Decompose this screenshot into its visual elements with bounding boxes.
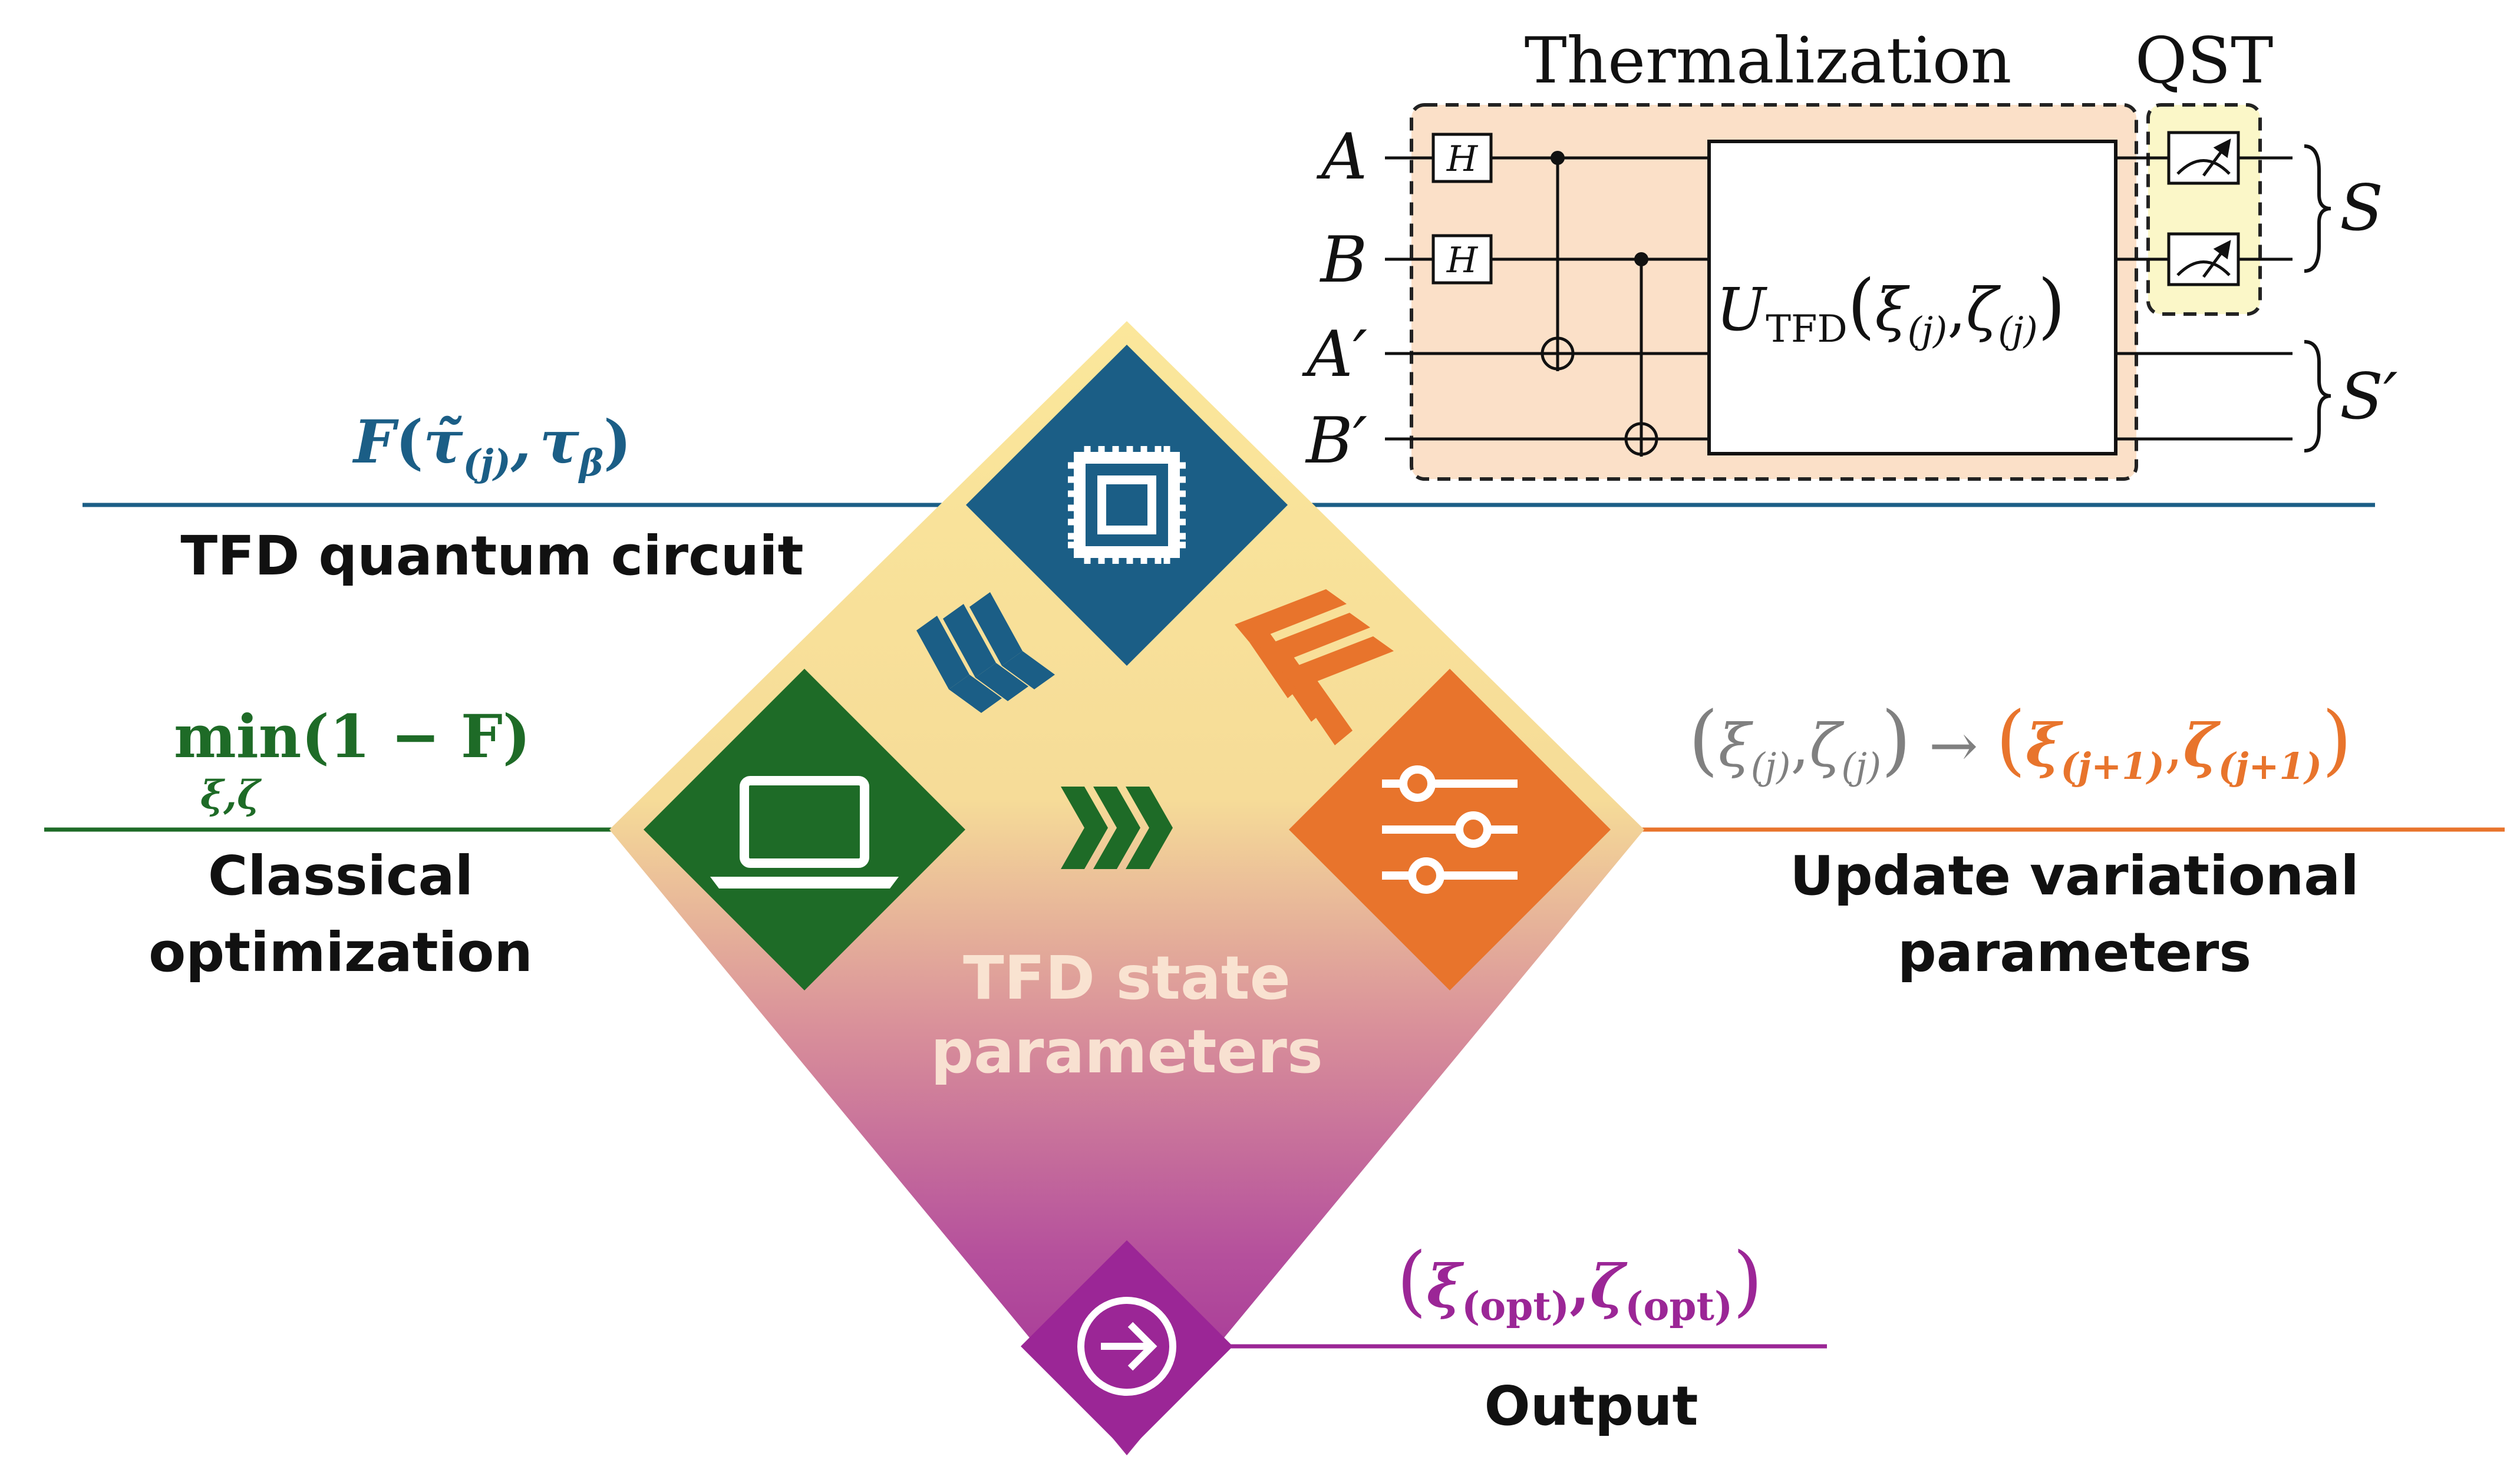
output-node[interactable] (1021, 1240, 1233, 1452)
qubit-label-B-prime: B′ (1305, 404, 1367, 478)
hadamard-label-A: H (1446, 138, 1479, 180)
center-label-line1: TFD state (963, 943, 1291, 1013)
qubit-label-A-prime: A′ (1301, 318, 1367, 391)
fidelity-formula: F(τ̃(j),τβ) (352, 407, 631, 484)
update-formula: (ξ(j),ζ(j))→(ξ(j+1),ζ(j+1)) (1688, 695, 2352, 788)
brace-S (2304, 144, 2331, 273)
qubit-label-A: A (1316, 120, 1367, 194)
min-formula-subscript: ξ,ζ (200, 772, 262, 818)
arrow-right-circle-icon (1077, 1297, 1176, 1396)
classical-label-line1: Classical (208, 844, 473, 907)
update-label-line2: parameters (1898, 921, 2251, 984)
thermalization-label: Thermalization (1525, 24, 2012, 98)
update-label-line1: Update variational (1790, 844, 2359, 907)
laptop-icon (710, 776, 899, 889)
qst-label: QST (2135, 24, 2274, 98)
tfd-circuit: Thermalization QST A B A′ B′ (1301, 24, 2398, 481)
qubit-label-B: B (1320, 223, 1367, 297)
chevrons-blue-left-icon (916, 592, 1055, 713)
min-formula: min(1 − F) (174, 702, 530, 771)
update-parameters-node[interactable] (1289, 669, 1611, 990)
hadamard-label-B: H (1446, 240, 1479, 281)
measurement-meter-icon (2167, 232, 2240, 286)
classical-label-line2: optimization (149, 921, 533, 984)
output-label: Output (1484, 1375, 1698, 1438)
output-formula: (ξ(opt),ζ(opt)) (1397, 1236, 1763, 1329)
unitary-label: UTFD(ξ(j),ζ(j)) (1716, 265, 2066, 352)
chip-icon (1068, 446, 1186, 564)
tfd-state-diamond (609, 321, 1644, 1455)
subsystem-S-label: S (2340, 171, 2383, 245)
hadamard-gate-A (1431, 133, 1493, 183)
chevrons-orange-left-icon (1235, 589, 1394, 745)
hadamard-gate-B (1431, 234, 1493, 285)
chevrons-green-right-icon (1061, 787, 1173, 869)
center-label-line2: parameters (931, 1017, 1322, 1087)
quantum-circuit-node[interactable] (966, 345, 1288, 666)
measurement-meter-icon (2167, 131, 2240, 185)
brace-S-prime (2304, 340, 2331, 453)
quantum-circuit-label: TFD quantum circuit (180, 524, 803, 587)
sliders-icon (1382, 765, 1518, 894)
classical-optimization-node[interactable] (644, 669, 965, 990)
subsystem-S-prime-label: S′ (2340, 360, 2398, 434)
unitary-gate (1707, 140, 2117, 455)
